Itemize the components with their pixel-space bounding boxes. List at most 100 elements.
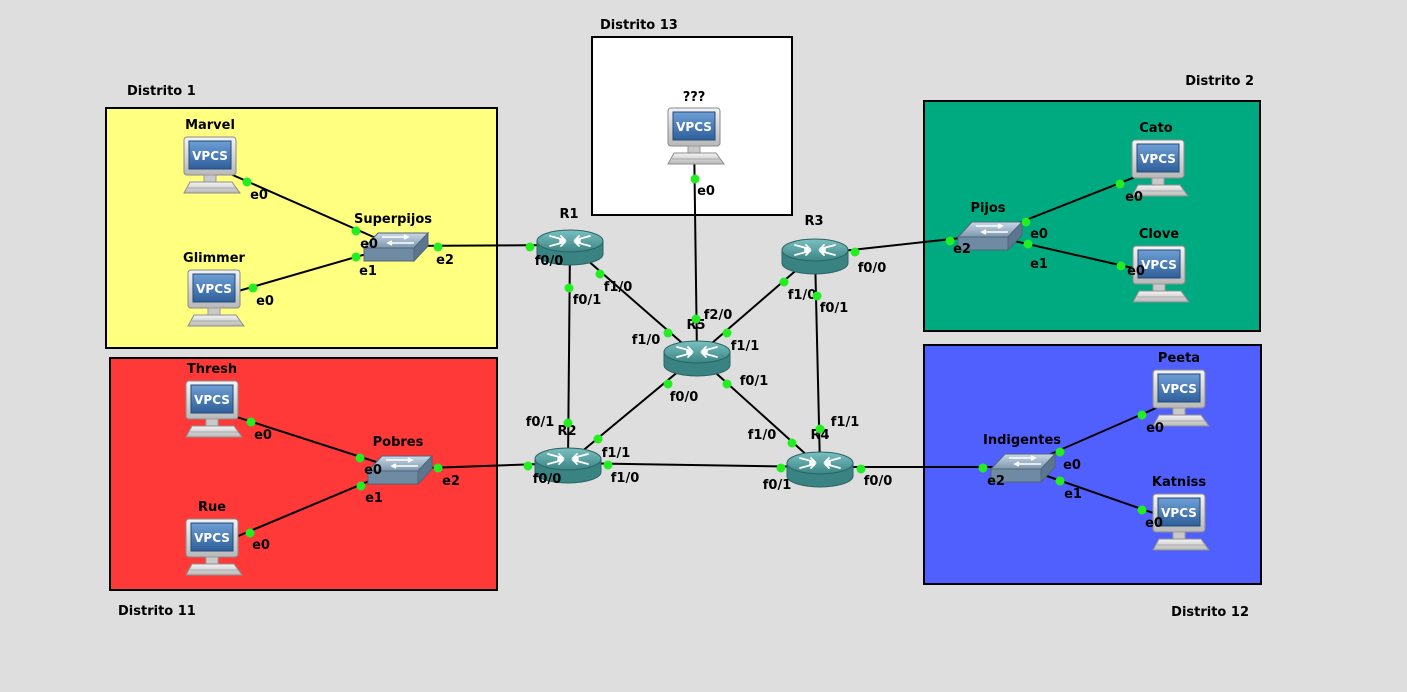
- port-dot[interactable]: [1055, 447, 1065, 457]
- port-dot[interactable]: [351, 252, 361, 262]
- port-dot[interactable]: [1137, 505, 1147, 515]
- switch-icon[interactable]: [989, 452, 1057, 484]
- router-icon[interactable]: [663, 340, 731, 377]
- vpcs-icon[interactable]: VPCS: [1132, 245, 1190, 303]
- port-dot[interactable]: [433, 242, 443, 252]
- switch-pijos[interactable]: Pijos: [956, 201, 1024, 252]
- router-r4[interactable]: R4: [786, 428, 854, 488]
- port-dot[interactable]: [776, 463, 786, 473]
- router-icon[interactable]: [534, 447, 602, 484]
- vpcs-icon[interactable]: VPCS: [185, 380, 243, 438]
- switch-icon[interactable]: [956, 220, 1024, 252]
- port-dot[interactable]: [850, 247, 860, 257]
- router-r3[interactable]: R3: [781, 214, 849, 275]
- router-icon[interactable]: [786, 451, 854, 488]
- nodes-layer: VPCSMarvelVPCSGlimmerVPCS???VPCSCatoVPCS…: [183, 90, 1210, 576]
- zone-d2: Distrito 2: [923, 74, 1261, 332]
- port-dot[interactable]: [355, 453, 365, 463]
- router-r1[interactable]: R1: [536, 207, 604, 266]
- router-r5[interactable]: R5: [663, 318, 731, 377]
- link-rue-pobres[interactable]: [211, 468, 399, 548]
- link-r1-r5[interactable]: [569, 244, 698, 357]
- port-dot[interactable]: [603, 460, 613, 470]
- vpcs-icon[interactable]: VPCS: [183, 136, 241, 194]
- port-dot[interactable]: [1021, 217, 1031, 227]
- switch-icon[interactable]: [362, 231, 430, 263]
- port-dot[interactable]: [978, 463, 988, 473]
- switch-indigentes[interactable]: Indigentes: [983, 433, 1061, 484]
- vpcs-icon[interactable]: VPCS: [185, 518, 243, 576]
- zone-rect[interactable]: [923, 344, 1262, 585]
- port-dot[interactable]: [856, 464, 866, 474]
- host-unknown[interactable]: VPCS???: [667, 90, 725, 165]
- switch-superpijos[interactable]: Superpijos: [354, 212, 432, 263]
- port-dot[interactable]: [663, 328, 673, 338]
- vpcs-icon[interactable]: VPCS: [187, 269, 245, 327]
- port-dot[interactable]: [351, 226, 361, 236]
- host-label: Peeta: [1158, 351, 1200, 366]
- link-thresh-pobres[interactable]: [211, 408, 399, 470]
- port-dot[interactable]: [1115, 179, 1125, 189]
- host-label: Katniss: [1152, 475, 1207, 490]
- switch-arrows-icon: [976, 223, 1008, 235]
- port-dot[interactable]: [690, 174, 700, 184]
- port-dot[interactable]: [1116, 261, 1126, 271]
- vpcs-icon[interactable]: VPCS: [1152, 493, 1210, 551]
- zone-rect[interactable]: [109, 357, 498, 591]
- port-dot[interactable]: [787, 438, 797, 448]
- port-dot[interactable]: [525, 242, 535, 252]
- port-dot[interactable]: [1023, 239, 1033, 249]
- port-label: f0/0: [535, 254, 564, 269]
- port-dot[interactable]: [356, 481, 366, 491]
- port-dot[interactable]: [663, 379, 673, 389]
- zone-label: Distrito 12: [1171, 605, 1249, 620]
- port-dot[interactable]: [245, 528, 255, 538]
- zone-rect[interactable]: [923, 100, 1261, 332]
- port-dot[interactable]: [812, 291, 822, 301]
- port-label: f0/1: [820, 301, 849, 316]
- switch-pobres[interactable]: Pobres: [366, 435, 434, 486]
- port-dot[interactable]: [593, 434, 603, 444]
- zone-rect[interactable]: [591, 36, 793, 216]
- port-dot[interactable]: [815, 424, 825, 434]
- router-icon[interactable]: [781, 238, 849, 275]
- vpcs-text: VPCS: [1161, 382, 1197, 396]
- switch-side: [413, 231, 429, 263]
- switch-side: [417, 454, 433, 486]
- port-label: e2: [436, 253, 454, 268]
- port-dot[interactable]: [242, 177, 252, 187]
- port-dot[interactable]: [564, 283, 574, 293]
- port-dot[interactable]: [595, 269, 605, 279]
- port-dot[interactable]: [722, 379, 732, 389]
- port-label: f0/0: [533, 472, 562, 487]
- host-peeta[interactable]: VPCS Peeta: [1152, 351, 1210, 427]
- link-marvel-superpijos[interactable]: [209, 164, 395, 247]
- router-icon[interactable]: [536, 229, 604, 266]
- port-dot[interactable]: [779, 277, 789, 287]
- vpcs-icon[interactable]: VPCS: [1152, 369, 1210, 427]
- port-dot[interactable]: [433, 463, 443, 473]
- port-dot[interactable]: [945, 236, 955, 246]
- port-dot[interactable]: [1137, 410, 1147, 420]
- port-dot[interactable]: [691, 314, 701, 324]
- vpcs-icon[interactable]: VPCS: [667, 107, 725, 165]
- port-label: e2: [953, 242, 971, 257]
- vpcs-icon[interactable]: VPCS: [1131, 139, 1189, 197]
- switch-icon[interactable]: [366, 454, 434, 486]
- port-dot[interactable]: [563, 418, 573, 428]
- host-katniss[interactable]: VPCS Katniss: [1152, 475, 1210, 551]
- zone-rect[interactable]: [105, 107, 498, 349]
- link-r5-r4[interactable]: [696, 355, 821, 468]
- port-dot[interactable]: [523, 461, 533, 471]
- router-r2[interactable]: R2: [534, 424, 602, 484]
- port-dot[interactable]: [722, 328, 732, 338]
- port-dot[interactable]: [246, 417, 256, 427]
- port-dot[interactable]: [1055, 476, 1065, 486]
- port-dot[interactable]: [248, 283, 258, 293]
